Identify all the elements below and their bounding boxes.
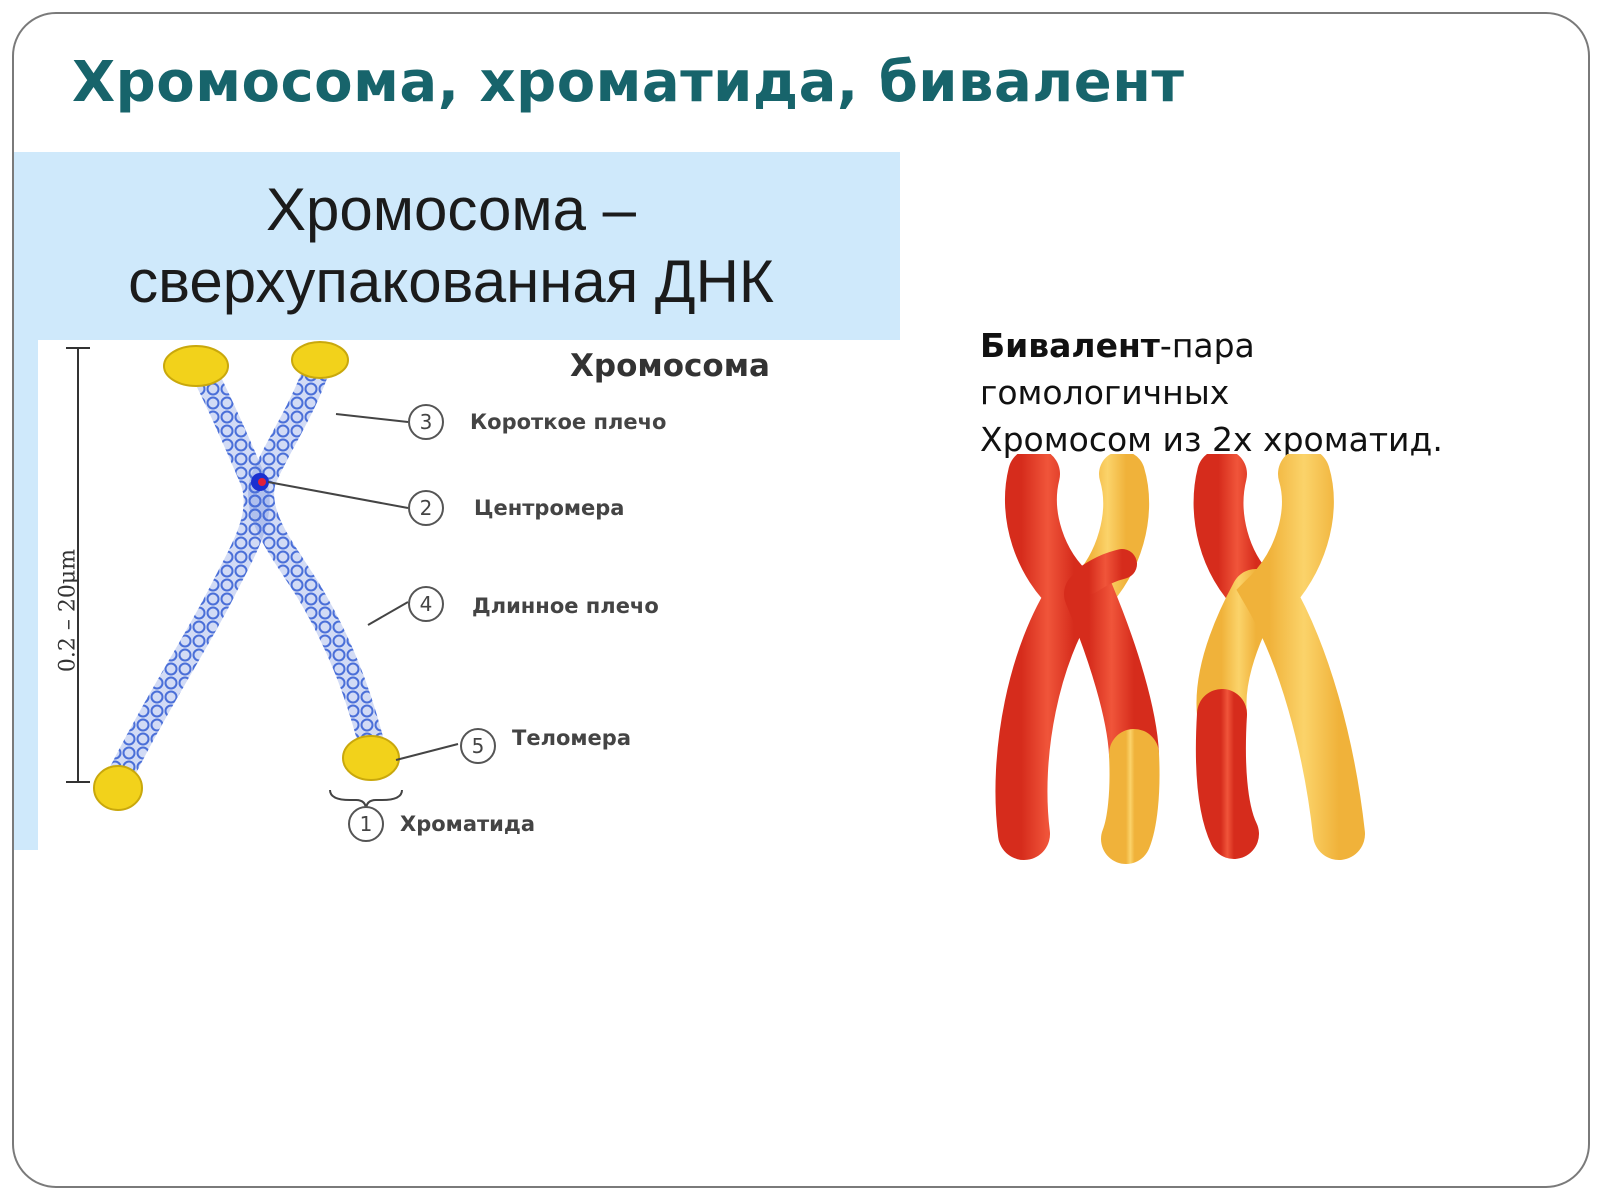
callout-label-chromatid: Хроматида — [400, 812, 536, 836]
right-homolog-chromosome — [1193, 454, 1365, 860]
callout-label-telomere: Теломера — [512, 726, 631, 750]
slide-frame: Хромосома, хроматида, бивалент Хромосома… — [12, 12, 1590, 1188]
bivalent-term: Бивалент — [980, 326, 1160, 365]
callout-number-long-arm: 4 — [408, 586, 444, 622]
callout-number-telomere: 5 — [460, 728, 496, 764]
callout-label-short-arm: Короткое плечо — [470, 410, 667, 434]
centromere-core — [258, 478, 266, 486]
chromosome-heading-line1: Хромосома – — [265, 176, 637, 243]
callout-number-short-arm: 3 — [408, 404, 444, 440]
callout-number-centromere: 2 — [408, 490, 444, 526]
telomere-top-right — [291, 341, 349, 379]
telomere-top-left — [163, 345, 229, 387]
scale-bar — [66, 347, 90, 783]
callout-number-chromatid: 1 — [348, 806, 384, 842]
callout-label-centromere: Центромера — [474, 496, 625, 520]
bivalent-definition-line2: гомологичных — [980, 373, 1230, 412]
right-chromatid — [248, 352, 386, 763]
chromosome-illustration — [66, 341, 459, 811]
slide-title: Хромосома, хроматида, бивалент — [72, 50, 1185, 115]
telomere-bottom-right — [342, 735, 400, 781]
left-homolog-chromosome — [995, 454, 1160, 864]
chromosome-heading: Хромосома – сверхупакованная ДНК — [14, 174, 900, 318]
bivalent-illustration — [995, 454, 1365, 864]
bivalent-definition: Бивалент-пара гомологичных Хромосом из 2… — [980, 322, 1580, 463]
callout-label-long-arm: Длинное плечо — [472, 594, 659, 618]
bivalent-definition-line3: Хромосом из 2х хроматид. — [980, 420, 1443, 459]
telomere-bottom-left — [93, 765, 143, 811]
chromosome-heading-line2: сверхупакованная ДНК — [128, 248, 774, 315]
left-chromatid — [105, 357, 270, 793]
chromosome-diagram: Хромосома 0.2 – 20μm 3 Короткое плечо 2 … — [38, 340, 900, 850]
scale-label: 0.2 – 20μm — [55, 548, 81, 673]
bivalent-definition-line1: -пара — [1159, 326, 1255, 365]
diagram-title: Хромосома — [570, 348, 770, 384]
chromosome-panel: Хромосома – сверхупакованная ДНК — [14, 152, 900, 850]
